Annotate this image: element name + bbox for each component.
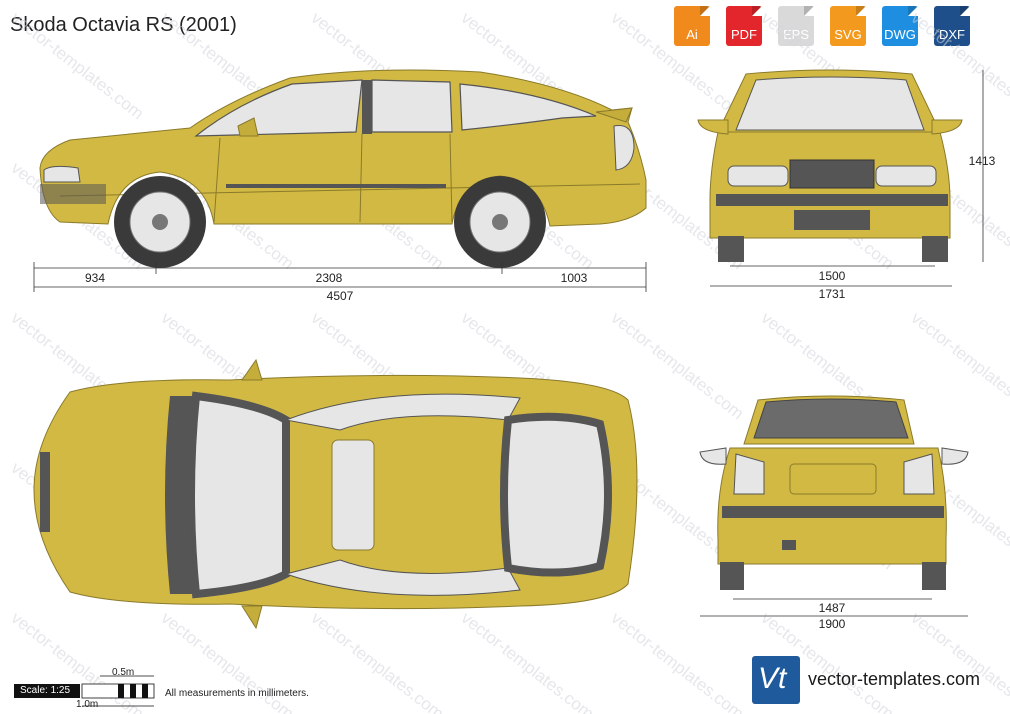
side-rub-strip (226, 184, 446, 188)
side-wheel-rear (454, 176, 546, 268)
rear-window (753, 398, 909, 439)
side-front-bumper (40, 184, 106, 204)
rear-taillight-left (733, 453, 765, 495)
top-mirror-right (241, 605, 263, 630)
top-side-glass-lower (284, 559, 521, 596)
side-door-line-3 (449, 133, 453, 223)
front-tire-left (718, 236, 744, 262)
top-side-glass-upper (284, 393, 521, 431)
rear-taillight-right (903, 453, 935, 495)
top-windshield (187, 391, 290, 599)
dim-front-overhang: 934 (85, 271, 105, 285)
scale-bar (81, 675, 155, 707)
scale-label: Scale: 1:25 (14, 684, 80, 698)
top-rear-glass (500, 412, 612, 577)
scale-meter: 1.0m (76, 699, 99, 710)
side-window-rear (371, 79, 453, 133)
rear-bumper-strip (722, 506, 944, 518)
watermark-text: vector-templates.com (458, 608, 598, 714)
format-label: Ai (686, 27, 698, 42)
dim-rear-overhang: 1003 (561, 271, 588, 285)
front-headlight-right (875, 165, 937, 187)
file-fold-icon (856, 6, 866, 16)
rear-mirror-left (699, 447, 727, 465)
watermark-text: vector-templates.com (308, 608, 448, 714)
side-pillar (362, 80, 372, 134)
front-intake (794, 210, 870, 230)
brand-link[interactable]: vector-templates.com (808, 669, 981, 689)
format-badge-pdf[interactable]: PDF (722, 4, 766, 48)
format-badge-ai[interactable]: Ai (670, 4, 714, 48)
watermark-text: vector-templates.com (908, 608, 1010, 714)
format-label: DWG (884, 27, 916, 42)
rear-tire-left (720, 562, 744, 590)
top-view (33, 358, 638, 630)
side-window-quarter (459, 83, 597, 131)
format-label: EPS (782, 27, 809, 42)
top-sunroof (331, 439, 375, 551)
front-bumper-lower (716, 194, 948, 206)
rear-tire-right (922, 562, 946, 590)
file-fold-icon (700, 6, 710, 16)
scale-half-meter: 0.5m (112, 667, 135, 678)
format-badge-eps[interactable]: EPS (774, 4, 818, 48)
watermark-text: vector-templates.com (608, 608, 748, 714)
rear-view (699, 395, 969, 590)
front-windshield (735, 76, 925, 131)
vt-logo-text: Vt (758, 662, 787, 695)
dim-height: 1413 (969, 154, 996, 168)
vt-logo[interactable]: Vt (752, 656, 800, 704)
side-headlight (43, 165, 81, 183)
front-tire-right (922, 236, 948, 262)
file-fold-icon (752, 6, 762, 16)
dim-front-track: 1500 (819, 269, 846, 283)
watermark-text: vector-templates.com (8, 8, 148, 123)
dim-width-mirrors: 1900 (819, 617, 846, 631)
side-window-front (194, 79, 363, 137)
format-label: DXF (939, 27, 965, 42)
front-mirror-left (697, 119, 729, 135)
format-label: SVG (834, 27, 862, 42)
front-headlight-left (727, 165, 789, 187)
format-badges: Ai PDF EPS SVG DWG DXF (670, 4, 974, 48)
front-grille (789, 159, 875, 189)
watermark-text: vector-templates.com (608, 8, 748, 123)
front-view (697, 69, 963, 262)
dim-wheelbase: 2308 (316, 271, 343, 285)
rear-plate (789, 463, 877, 495)
rear-exhaust (782, 540, 796, 550)
file-fold-icon (804, 6, 814, 16)
format-label: PDF (731, 27, 757, 42)
side-door-line-2 (359, 133, 363, 223)
top-hood-cowl (165, 396, 196, 594)
file-fold-icon (960, 6, 970, 16)
top-mirror-left (241, 358, 263, 381)
file-fold-icon (908, 6, 918, 16)
side-view (39, 69, 647, 268)
side-wheel-front (114, 176, 206, 268)
side-mirror (237, 117, 259, 137)
format-badge-dwg[interactable]: DWG (878, 4, 922, 48)
measurements-note: All measurements in millimeters. (165, 688, 309, 699)
front-mirror-right (931, 119, 963, 135)
side-taillight (613, 124, 635, 171)
top-grille (40, 452, 50, 532)
dim-width-front: 1731 (819, 287, 846, 301)
format-badge-svg[interactable]: SVG (826, 4, 870, 48)
format-badge-dxf[interactable]: DXF (930, 4, 974, 48)
dimension-lines (33, 70, 984, 617)
rear-mirror-right (941, 447, 969, 465)
side-spoiler (595, 107, 633, 123)
page-title: Skoda Octavia RS (2001) (10, 14, 237, 36)
side-door-line-1 (213, 137, 221, 223)
dim-rear-track: 1487 (819, 601, 846, 615)
watermark-text: vector-templates.com (908, 308, 1010, 423)
dim-length: 4507 (327, 289, 354, 303)
